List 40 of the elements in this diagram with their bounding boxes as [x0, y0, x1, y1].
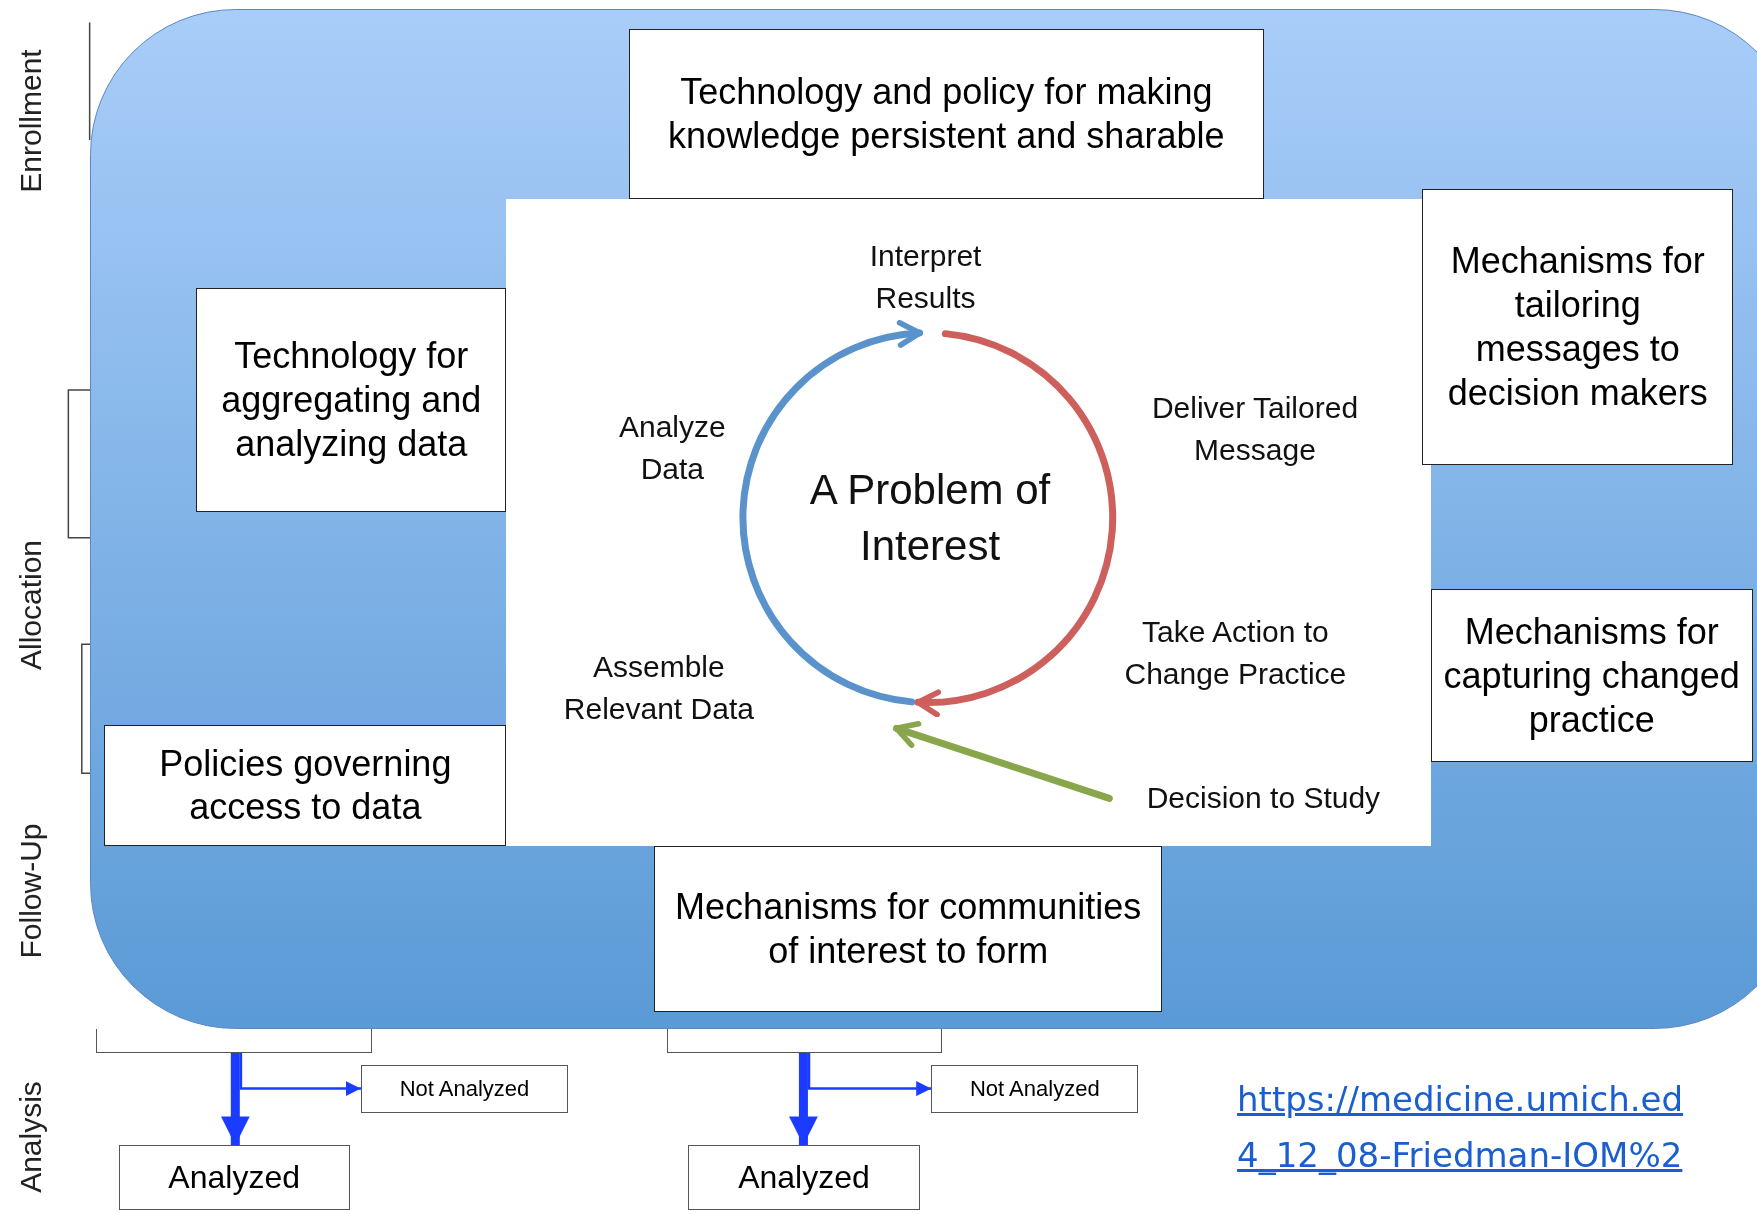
- flowchart-box: [688, 1145, 920, 1211]
- box-label: Not Analyzed: [399, 1075, 530, 1102]
- url-link: https://medicine.umich.ed: [1237, 1079, 1684, 1120]
- text-box: [104, 725, 507, 846]
- box-text: Mechanisms for tailoring messages to decision makers: [1446, 239, 1709, 415]
- stage-label: Enrollment: [14, 49, 49, 193]
- cycle-step-label: Take Action to Change Practice: [1092, 599, 1379, 706]
- box-text: Mechanisms for communities of interest to form: [674, 885, 1143, 973]
- arrow: [892, 721, 1113, 802]
- cycle-step-label: Deliver Tailored Message: [1114, 375, 1396, 482]
- flowchart-box: [360, 1064, 569, 1113]
- arrow: [914, 330, 1116, 717]
- arrow: [239, 1052, 363, 1097]
- box-label: Analyzed: [168, 1159, 300, 1197]
- text-box: [1430, 589, 1753, 762]
- box-label: Not Analyzed: [970, 1075, 1100, 1102]
- arrow: [739, 321, 924, 706]
- arrow: [807, 1052, 933, 1097]
- cycle-step-label: Analyze Data: [593, 397, 751, 499]
- stage-label: Analysis: [14, 1081, 49, 1194]
- text-box: [628, 29, 1264, 200]
- url-link: 4_12_08-Friedman-IOM%2: [1237, 1135, 1683, 1176]
- cycle-step-label: Interpret Results: [840, 221, 1011, 333]
- flowchart-box: [666, 1028, 943, 1054]
- stage-label: Follow-Up: [14, 823, 49, 959]
- stage-label: Allocation: [14, 540, 49, 671]
- box-text: Policies governing access to data: [158, 741, 453, 830]
- flowchart-box: [96, 1028, 372, 1054]
- center-label: A Problem of Interest: [773, 453, 1087, 583]
- flowchart-box: [931, 1064, 1139, 1113]
- flowchart-box: [118, 1145, 350, 1211]
- box-label: Analyzed: [738, 1159, 870, 1197]
- text-box: [196, 287, 507, 513]
- box-text: Technology and policy for making knowledge persistent and sharable: [667, 70, 1226, 159]
- cycle-step-label: Assemble Relevant Data: [546, 647, 771, 729]
- text-box: [654, 846, 1162, 1012]
- box-text: Mechanisms for capturing changed practice: [1442, 609, 1741, 742]
- text-box: [1421, 189, 1734, 465]
- cycle-step-label: Decision to Study: [1109, 773, 1418, 824]
- box-text: Technology for aggregating and analyzing data: [220, 334, 483, 466]
